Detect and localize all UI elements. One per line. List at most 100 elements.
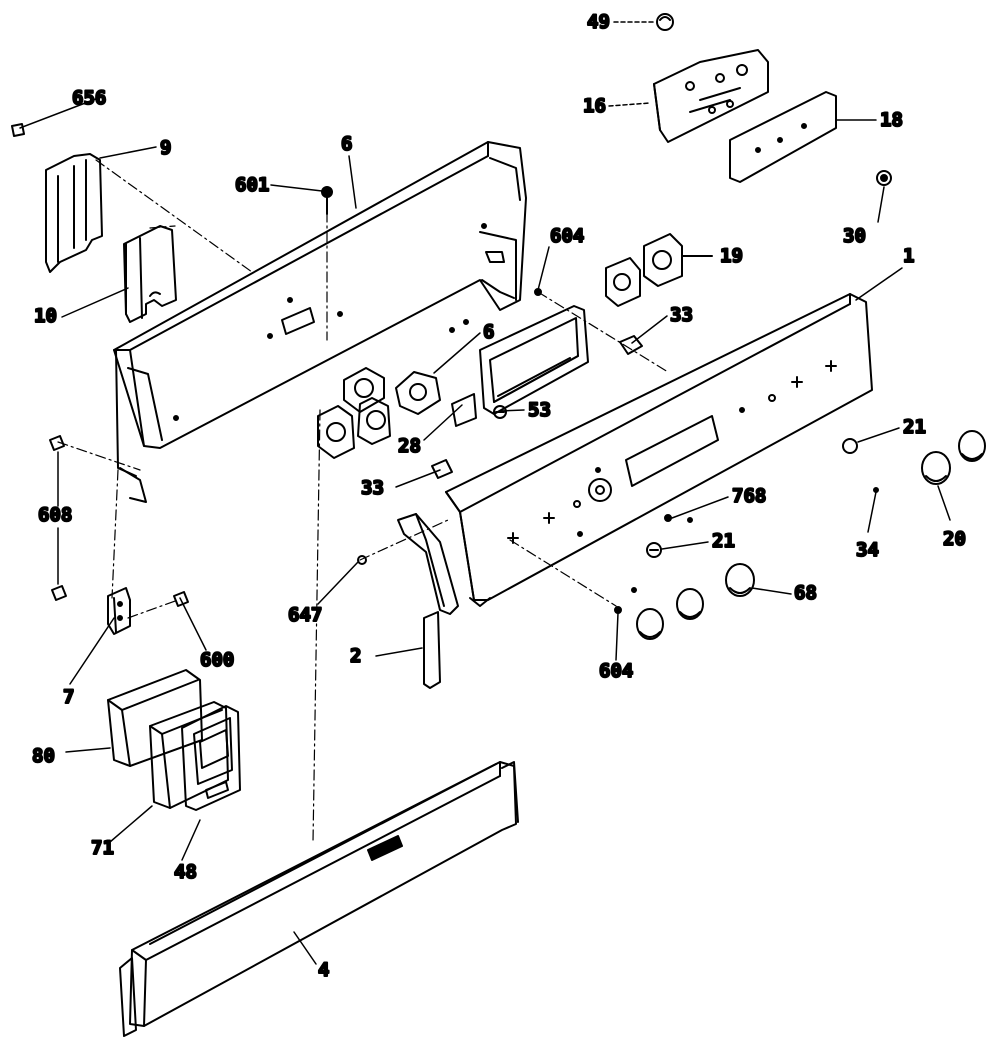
callout-7: 7 — [63, 686, 74, 708]
leader-7 — [69, 617, 115, 685]
part-6-rear-panel — [113, 141, 527, 503]
callout-601: 601 — [235, 174, 269, 196]
callout-4: 4 — [318, 959, 329, 981]
callout-21-mid: 21 — [712, 530, 735, 552]
leader-6-mid — [433, 332, 481, 374]
leader-53 — [499, 409, 525, 412]
part-16 — [653, 49, 769, 143]
part-647 — [357, 555, 367, 565]
callout-71: 71 — [91, 837, 114, 859]
part-7 — [107, 587, 131, 635]
leader-6-top — [348, 155, 357, 209]
leader-68 — [751, 587, 792, 595]
callout-53: 53 — [528, 399, 551, 421]
assembly-line-10 — [149, 225, 176, 229]
callout-16: 16 — [583, 95, 606, 117]
leader-33-mid — [395, 469, 441, 488]
callout-9: 9 — [160, 137, 171, 159]
leader-33-right — [631, 315, 668, 344]
part-21-mid — [646, 542, 662, 558]
assembly-line-647 — [359, 519, 449, 561]
leader-80 — [65, 747, 111, 753]
callout-600: 600 — [200, 649, 234, 671]
part-10 — [123, 225, 177, 323]
part-2 — [397, 513, 459, 689]
leader-604-bottom — [615, 612, 619, 661]
leader-601 — [270, 184, 323, 192]
callout-604-bottom: 604 — [599, 660, 633, 682]
leader-9 — [99, 146, 157, 159]
part-600 — [173, 591, 189, 607]
callout-2: 2 — [350, 645, 361, 667]
part-21-right — [842, 438, 858, 454]
assembly-line-vertical — [312, 409, 321, 843]
part-601 — [321, 186, 333, 215]
leader-768 — [671, 496, 729, 519]
part-604-bottom — [614, 606, 622, 614]
leader-34 — [867, 491, 877, 533]
part-68 — [631, 563, 755, 640]
part-18 — [729, 91, 837, 183]
leader-48 — [181, 819, 201, 861]
part-80 — [107, 669, 203, 767]
part-34 — [873, 487, 879, 493]
part-608 — [49, 435, 67, 601]
callout-80: 80 — [32, 745, 55, 767]
callout-30: 30 — [843, 225, 866, 247]
leader-30 — [877, 186, 885, 223]
leader-1 — [855, 267, 903, 301]
callout-604-top: 604 — [550, 225, 584, 247]
part-20 — [921, 430, 986, 485]
callout-10: 10 — [34, 305, 57, 327]
assembly-line-bracket — [111, 469, 119, 599]
callout-19: 19 — [720, 245, 743, 267]
leader-21-mid — [661, 541, 709, 550]
callout-68: 68 — [794, 582, 817, 604]
part-48 — [181, 705, 241, 811]
leader-10 — [61, 287, 129, 318]
callout-1: 1 — [903, 245, 914, 267]
part-6-switches — [317, 367, 441, 459]
callout-6-top: 6 — [341, 133, 352, 155]
assembly-line-604-top — [537, 291, 669, 373]
leader-lines — [19, 21, 951, 965]
callout-28: 28 — [398, 435, 421, 457]
part-33-mid — [431, 459, 453, 479]
leader-656 — [19, 96, 102, 129]
leader-604-top — [537, 246, 550, 291]
leader-20 — [937, 485, 951, 521]
leader-71 — [109, 805, 153, 843]
assembly-lines — [57, 159, 669, 843]
leader-647 — [317, 561, 359, 605]
part-656 — [11, 123, 25, 137]
callout-20: 20 — [943, 528, 966, 550]
part-604-top — [534, 288, 542, 296]
callout-33-right: 33 — [670, 304, 693, 326]
part-53 — [493, 405, 507, 419]
part-33-right — [619, 335, 643, 355]
part-49 — [656, 13, 674, 31]
assembly-line-600 — [127, 599, 179, 619]
callout-49: 49 — [587, 11, 610, 33]
callout-768: 768 — [732, 485, 766, 507]
part-19 — [605, 233, 713, 307]
callout-18: 18 — [880, 109, 903, 131]
callout-34: 34 — [856, 539, 879, 561]
part-4-trim — [119, 761, 519, 1037]
callout-608: 608 — [38, 504, 72, 526]
leader-2 — [375, 647, 423, 657]
callout-6-mid: 6 — [483, 321, 494, 343]
assembly-line-9 — [95, 159, 253, 273]
leader-600 — [179, 597, 207, 651]
callout-33-mid: 33 — [361, 477, 384, 499]
leader-28 — [423, 404, 463, 441]
leader-4 — [293, 931, 317, 965]
assembly-line-608 — [57, 441, 141, 471]
leader-16 — [608, 102, 651, 107]
callout-48: 48 — [174, 861, 197, 883]
leader-21-right — [857, 427, 900, 443]
part-28-window-frame — [451, 305, 589, 427]
part-30 — [876, 170, 892, 186]
callout-labels: 49 16 18 30 19 1 656 9 601 6 604 33 10 6… — [31, 10, 967, 982]
